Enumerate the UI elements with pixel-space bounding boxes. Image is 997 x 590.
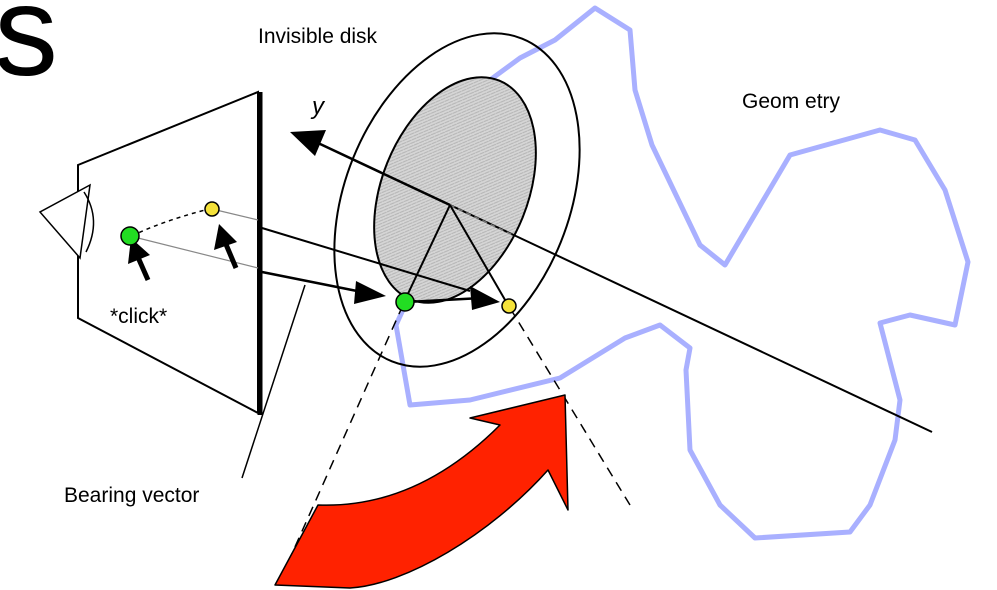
geometry-label: Geom etry — [742, 90, 841, 113]
image-point-yellow — [204, 201, 220, 217]
y-axis-line — [317, 141, 451, 207]
green-to-yellow-arrowhead — [470, 286, 500, 310]
bearing-arrowhead-green — [354, 281, 386, 304]
bearing-arrow-green — [261, 270, 363, 294]
curved-arrow-icon — [274, 394, 569, 589]
ray-yellow-plane — [211, 208, 259, 221]
radius-to-yellow — [449, 204, 509, 306]
dashed-projection-left — [277, 304, 404, 586]
dashed-projection-right — [509, 307, 631, 506]
radius-to-green — [404, 204, 451, 301]
bearing-vector-label: Bearing vector — [64, 484, 199, 507]
clicked-point-green — [120, 226, 140, 246]
bearing-label-pointer — [241, 284, 306, 479]
invisible-disk-label: Invisible disk — [258, 25, 378, 48]
click-label: *click* — [110, 305, 167, 328]
y-axis-arrowhead — [290, 130, 326, 156]
disk-axis-line — [449, 204, 933, 433]
disk-axis-dashed — [449, 204, 516, 237]
green-to-yellow-line — [406, 296, 483, 304]
bearing-arrow-yellow — [261, 227, 471, 292]
disk-point-green — [395, 292, 415, 312]
camera-lens — [38, 183, 91, 260]
ray-green-plane — [129, 235, 259, 269]
dashed-click-link — [131, 209, 206, 237]
invisible-disk-ellipse — [333, 32, 581, 368]
disk-point-yellow — [501, 298, 517, 314]
camera-lens-curve — [83, 191, 95, 253]
y-axis-label: y — [310, 93, 326, 120]
heading-fragment: s — [0, 0, 58, 103]
arrow-cursor-icon — [214, 224, 239, 269]
